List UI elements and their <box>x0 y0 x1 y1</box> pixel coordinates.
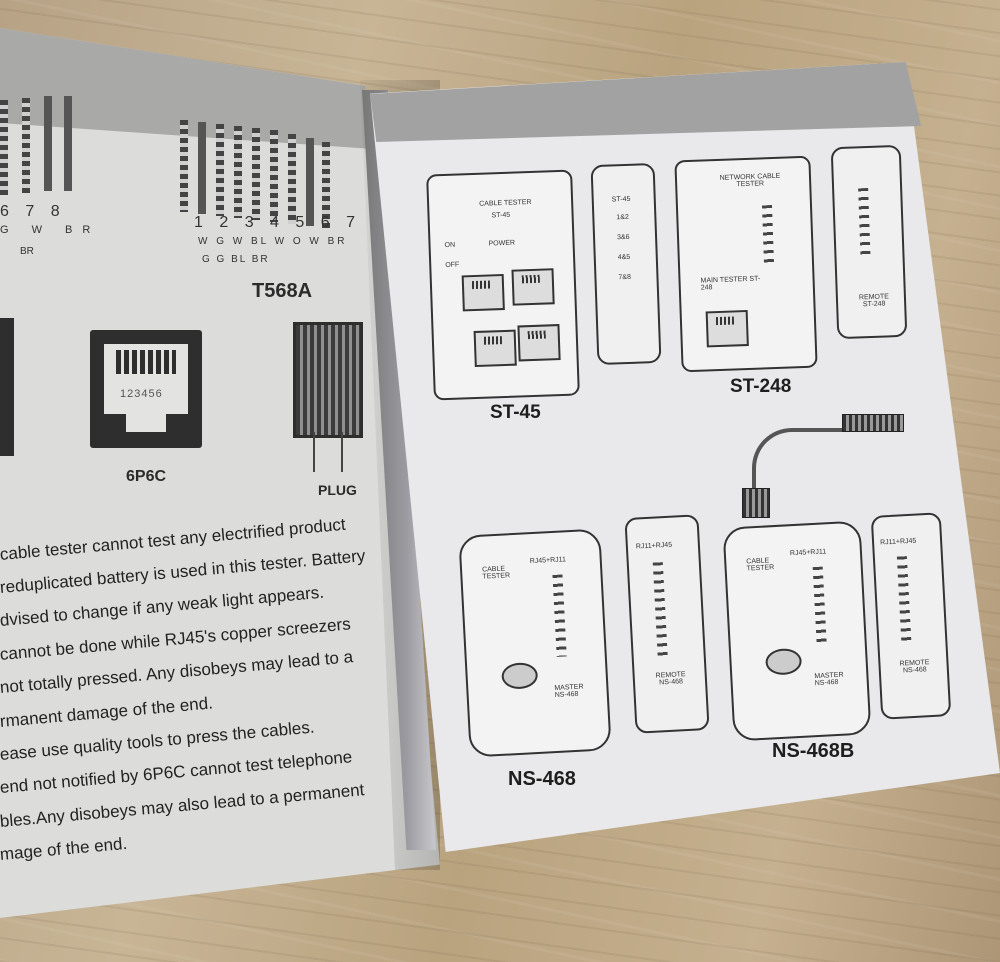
st248-main-footer: MAIN TESTER ST-248 <box>700 275 761 292</box>
6p6c-label: 6P6C <box>126 468 167 485</box>
ns468-master-label: MASTER NS-468 <box>554 683 584 700</box>
st45-remote-pair: 1&2 <box>616 213 629 222</box>
partial-pin-sub: BR <box>20 246 34 257</box>
plug-label: PLUG <box>318 482 357 498</box>
rj45-port-icon <box>461 273 505 312</box>
ns468-remote-title: RJ11+RJ45 <box>635 541 673 551</box>
partial-jack-illustration <box>0 318 14 456</box>
st45-remote-pair: 7&8 <box>618 273 632 282</box>
st45-main-unit: CABLE TESTER ST-45 ON POWER OFF <box>426 169 580 401</box>
rj11-port-icon <box>517 324 561 362</box>
st45-power-label: POWER <box>488 239 516 248</box>
ns468-model-label: NS-468 <box>508 768 576 790</box>
6p6c-jack-illustration: 123456 <box>90 330 202 448</box>
rotary-knob-icon <box>764 647 803 676</box>
st45-model-label: ST-45 <box>490 402 541 423</box>
st248-model-label: ST-248 <box>730 376 792 397</box>
ns468-port-title: RJ45+RJ11 <box>529 556 567 566</box>
st248-remote-unit: REMOTE ST-248 <box>830 144 908 340</box>
ns468b-master-unit: CABLE TESTER RJ45+RJ11 MASTER NS-468 <box>722 520 872 742</box>
st45-remote-pair: 4&5 <box>617 253 631 262</box>
bnc-connector-icon <box>842 414 904 432</box>
t568a-pin-sub: G G BL BR <box>202 254 270 265</box>
ns468-main-title: CABLE TESTER <box>481 565 511 581</box>
t568a-pin-numbers: 1 2 3 4 5 6 7 8 <box>194 214 387 231</box>
st45-on-label: ON <box>444 241 456 250</box>
rj45-port-icon <box>705 309 749 348</box>
ns468b-master-label: MASTER NS-468 <box>814 671 844 688</box>
st45-main-title: CABLE TESTER <box>479 198 532 208</box>
st45-main-subtitle: ST-45 <box>491 211 511 220</box>
ns468-remote-label: REMOTE NS-468 <box>655 671 686 687</box>
rotary-knob-icon <box>501 661 539 690</box>
led-column-icon <box>652 562 668 659</box>
ns468b-remote-label: REMOTE NS-468 <box>899 659 930 675</box>
led-column-icon <box>896 556 912 645</box>
ns468b-remote-unit: RJ11+RJ45 REMOTE NS-468 <box>870 512 952 720</box>
ns468b-model-label: NS-468B <box>772 740 855 762</box>
st45-remote-pair: 3&6 <box>616 233 630 242</box>
led-column-icon <box>761 205 775 266</box>
ns468b-port-title: RJ45+RJ11 <box>789 548 827 558</box>
partial-pin-codes: G W BR <box>0 224 101 236</box>
ns468b-main-title: CABLE TESTER <box>746 557 775 573</box>
ns468-remote-unit: RJ11+RJ45 REMOTE NS-468 <box>624 514 710 734</box>
bnc-connector-icon <box>742 488 770 518</box>
st248-remote-label: REMOTE ST-248 <box>858 293 890 309</box>
led-column-icon <box>812 566 827 647</box>
led-column-icon <box>858 187 871 259</box>
partial-pin-numbers: 6 7 8 <box>0 203 66 220</box>
coax-cable-icon <box>752 428 854 502</box>
rj45-plug-illustration <box>293 322 363 438</box>
plug-cable-icon <box>313 432 343 472</box>
st45-remote-title: ST-45 <box>611 195 631 204</box>
st248-main-unit: NETWORK CABLE TESTER MAIN TESTER ST-248 <box>674 155 818 373</box>
rj11-port-icon <box>473 329 517 368</box>
led-column-icon <box>552 574 567 657</box>
st45-remote-unit: ST-45 1&2 3&6 4&5 7&8 <box>590 162 662 366</box>
st248-main-title: NETWORK CABLE TESTER <box>719 172 781 189</box>
st45-off-label: OFF <box>445 261 460 270</box>
ns468b-remote-title: RJ11+RJ45 <box>879 537 917 547</box>
jack-pin-digits: 123456 <box>120 388 163 400</box>
ns468-master-unit: CABLE TESTER RJ45+RJ11 MASTER NS-468 <box>458 528 612 758</box>
t568a-pin-codes: W G W BL W O W BR <box>198 236 348 247</box>
t568a-label: T568A <box>252 280 313 302</box>
rj45-port-icon <box>511 268 555 306</box>
